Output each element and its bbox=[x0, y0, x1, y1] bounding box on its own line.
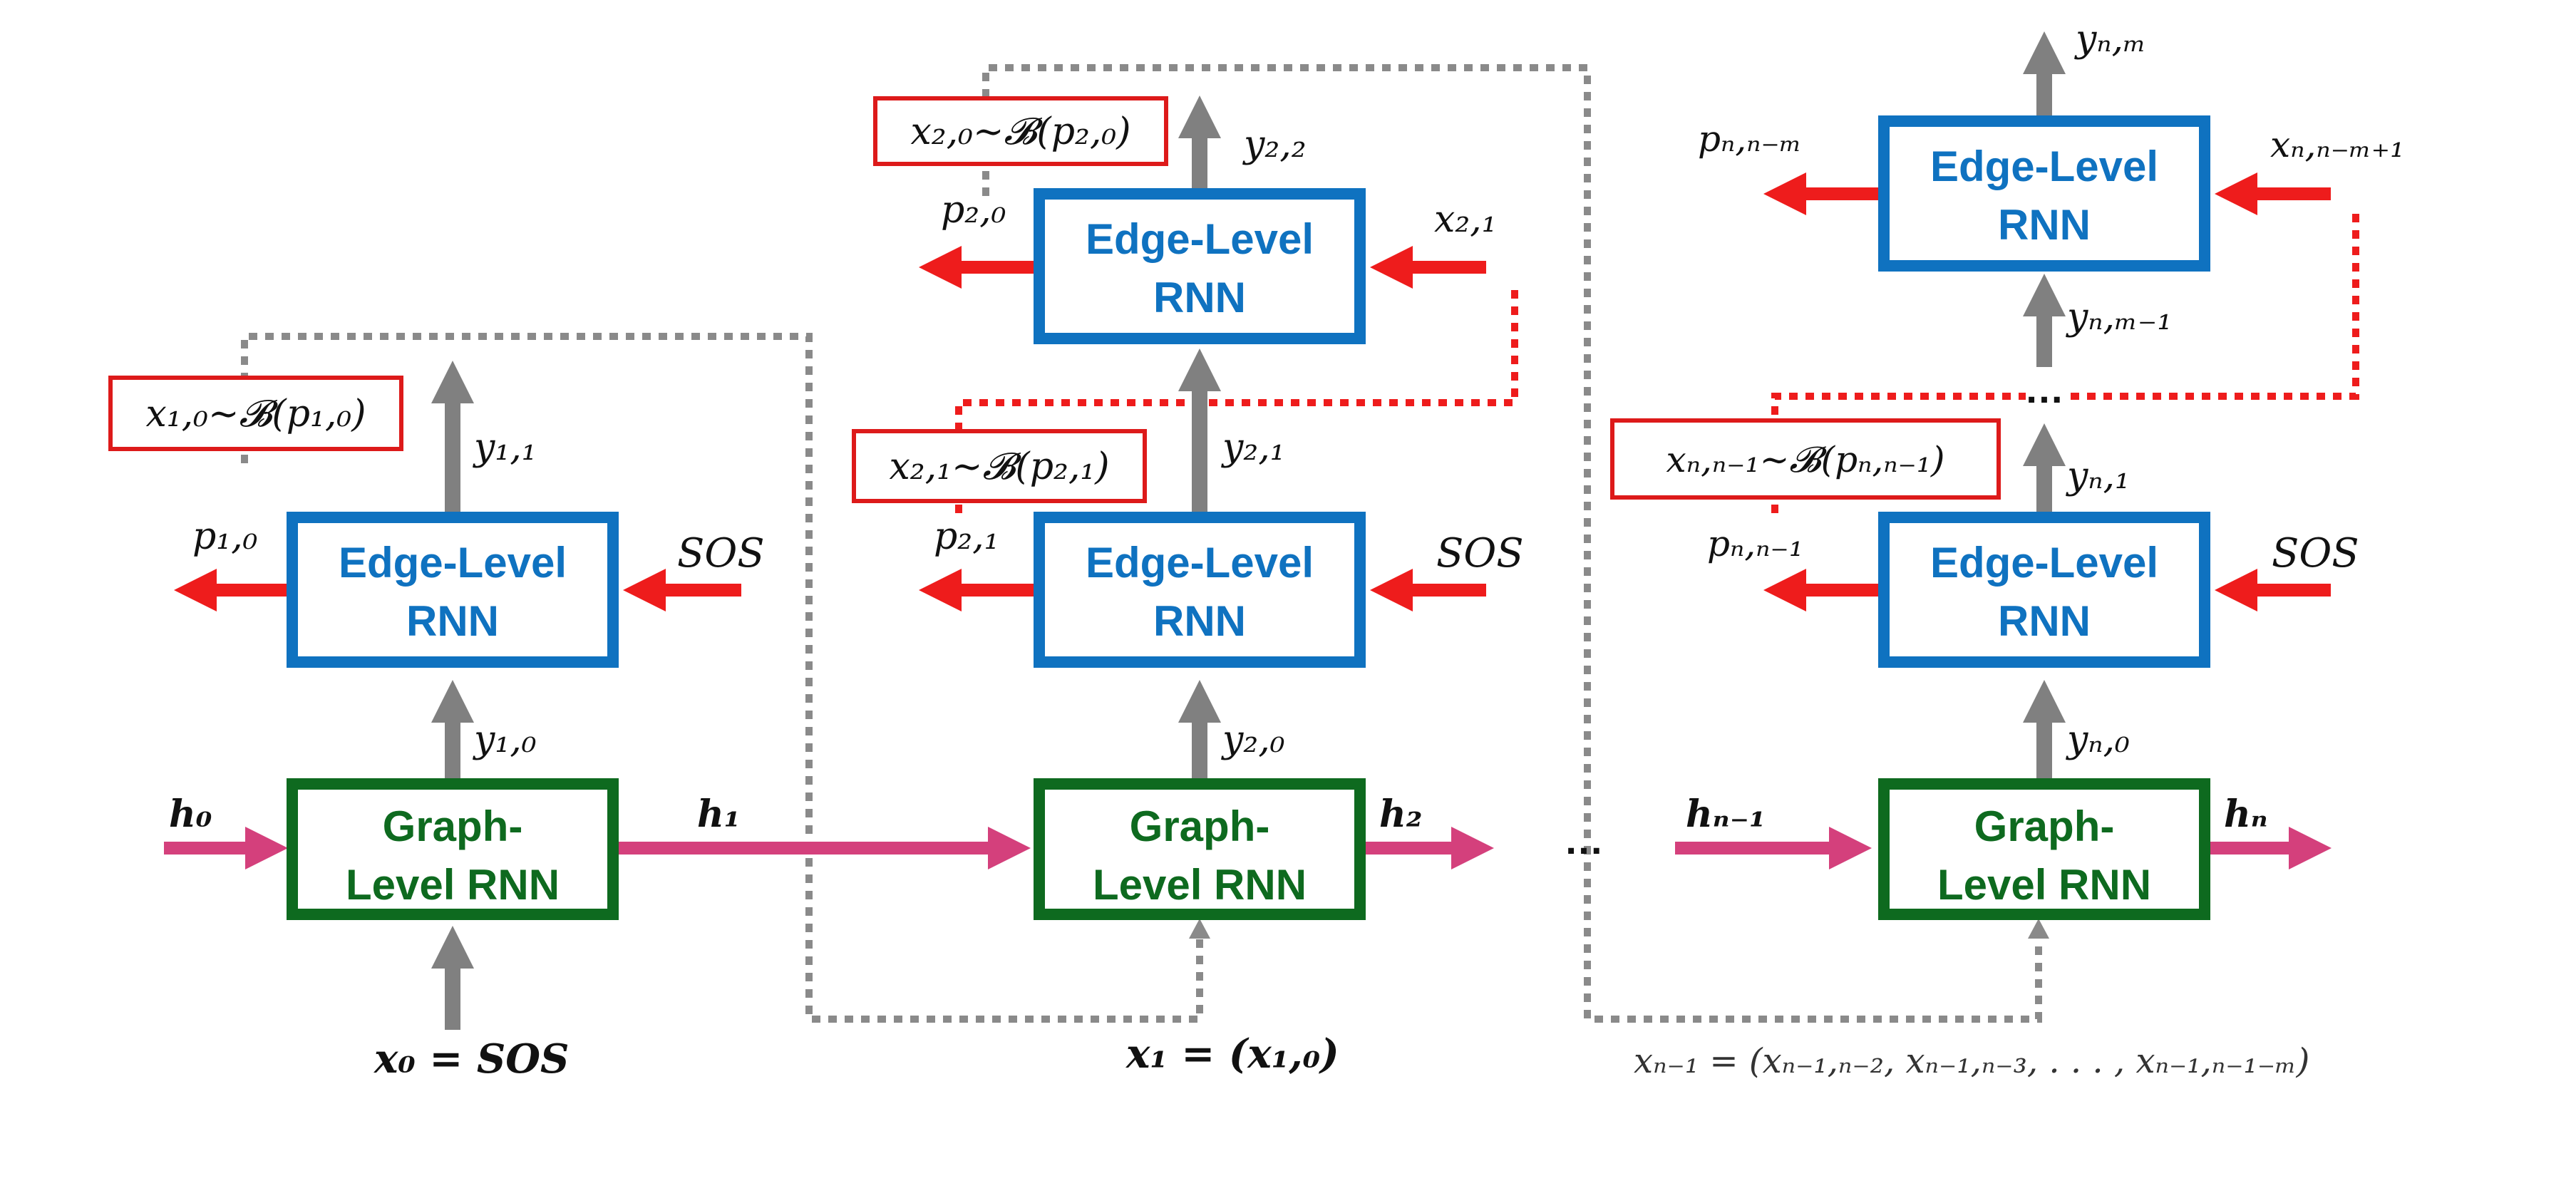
label-xn-1-input: xₙ₋₁ = (xₙ₋₁,ₙ₋₂, xₙ₋₁,ₙ₋₃, . . . , xₙ₋₁… bbox=[1634, 1041, 2309, 1081]
sample-box-xnn-1: xₙ,ₙ₋₁∼𝓑(pₙ,ₙ₋₁) bbox=[1610, 418, 2001, 500]
label-p21: p₂,₁ bbox=[934, 515, 999, 558]
label-hn-1: hₙ₋₁ bbox=[1686, 792, 1766, 836]
sample-box-x20: x₂,₀∼𝓑(p₂,₀) bbox=[873, 96, 1168, 166]
label-y11: y₁,₁ bbox=[473, 426, 537, 469]
ellipsis-stack-icon: … bbox=[2024, 366, 2064, 411]
sample-x20-label: x₂,₀∼𝓑(p₂,₀) bbox=[910, 110, 1130, 153]
edge-level-rnn-1: Edge-Level RNN bbox=[287, 512, 619, 668]
label-ynm-1: yₙ,ₘ₋₁ bbox=[2066, 296, 2172, 339]
edge-level-rnn-2b: Edge-Level RNN bbox=[1034, 188, 1366, 344]
label-x1-input: x₁ = (x₁,₀) bbox=[1125, 1031, 1339, 1078]
feedback-dotted-line-2 bbox=[982, 64, 2049, 1023]
label-sos-2: SOS bbox=[1436, 530, 1524, 577]
label-h1: h₁ bbox=[697, 792, 741, 836]
label-h0: h₀ bbox=[169, 792, 212, 836]
sample-box-x10: x₁,₀∼𝓑(p₁,₀) bbox=[108, 376, 403, 451]
edge-rnn-2a-line1: Edge-Level bbox=[1086, 539, 1314, 587]
label-pnn-1: pₙ,ₙ₋₁ bbox=[1707, 523, 1803, 564]
ellipsis-icon: … bbox=[1564, 817, 1604, 862]
label-p10: p₁,₀ bbox=[192, 515, 258, 558]
label-sos-3: SOS bbox=[2272, 530, 2359, 577]
feedback-dotted-line-1 bbox=[241, 333, 1210, 1023]
label-y10: y₁,₀ bbox=[473, 718, 537, 761]
graph-rnn-1-line1: Graph- bbox=[383, 802, 523, 850]
label-x0-input: x₀ = SOS bbox=[373, 1036, 570, 1083]
sample-xnn-1-label: xₙ,ₙ₋₁∼𝓑(pₙ,ₙ₋₁) bbox=[1666, 439, 1945, 480]
label-yn0: yₙ,₀ bbox=[2066, 718, 2130, 761]
label-ynm: yₙ,ₘ bbox=[2074, 18, 2146, 61]
graph-rnn-3-line2: Level RNN bbox=[1937, 861, 2151, 909]
edge-level-rnn-3b: Edge-Level RNN bbox=[1878, 115, 2210, 272]
edge-rnn-1-line2: RNN bbox=[406, 597, 499, 645]
label-y22: y₂,₂ bbox=[1242, 123, 1307, 166]
graph-rnn-1-line2: Level RNN bbox=[346, 861, 560, 909]
label-y20: y₂,₀ bbox=[1221, 718, 1285, 761]
label-yn1: yₙ,₁ bbox=[2066, 455, 2130, 497]
edge-level-rnn-3a: Edge-Level RNN bbox=[1878, 512, 2210, 668]
sample-box-x21: x₂,₁∼𝓑(p₂,₁) bbox=[852, 429, 1147, 503]
graph-rnn-3-line1: Graph- bbox=[1974, 802, 2115, 850]
label-y21: y₂,₁ bbox=[1221, 426, 1285, 469]
edge-rnn-3b-line1: Edge-Level bbox=[1930, 143, 2158, 190]
edge-rnn-2b-line2: RNN bbox=[1153, 274, 1246, 321]
graph-rnn-2-line2: Level RNN bbox=[1093, 861, 1307, 909]
edge-rnn-2b-line1: Edge-Level bbox=[1086, 215, 1314, 263]
label-x21: x₂,₁ bbox=[1434, 198, 1497, 241]
sample-x10-label: x₁,₀∼𝓑(p₁,₀) bbox=[145, 393, 366, 435]
label-hn: hₙ bbox=[2224, 792, 2268, 836]
graph-level-rnn-1: Graph- Level RNN bbox=[287, 778, 619, 920]
edge-level-rnn-2a: Edge-Level RNN bbox=[1034, 512, 1366, 668]
label-p20: p₂,₀ bbox=[941, 189, 1006, 232]
edge-rnn-2a-line2: RNN bbox=[1153, 597, 1246, 645]
graph-level-rnn-2: Graph- Level RNN bbox=[1034, 778, 1366, 920]
edge-rnn-3a-line1: Edge-Level bbox=[1930, 539, 2158, 587]
graph-level-rnn-3: Graph- Level RNN bbox=[1878, 778, 2210, 920]
label-h2: h₂ bbox=[1379, 792, 1423, 836]
label-pnn-m: pₙ,ₙ₋ₘ bbox=[1698, 118, 1801, 160]
edge-rnn-3a-line2: RNN bbox=[1998, 597, 2091, 645]
edge-rnn-3b-line2: RNN bbox=[1998, 201, 2091, 249]
sample-x21-label: x₂,₁∼𝓑(p₂,₁) bbox=[889, 445, 1109, 488]
graph-rnn-2-line1: Graph- bbox=[1130, 802, 1270, 850]
label-xnn-m+1: xₙ,ₙ₋ₘ₊₁ bbox=[2270, 124, 2404, 165]
label-sos-1: SOS bbox=[677, 530, 765, 577]
edge-rnn-1-line1: Edge-Level bbox=[339, 539, 567, 587]
